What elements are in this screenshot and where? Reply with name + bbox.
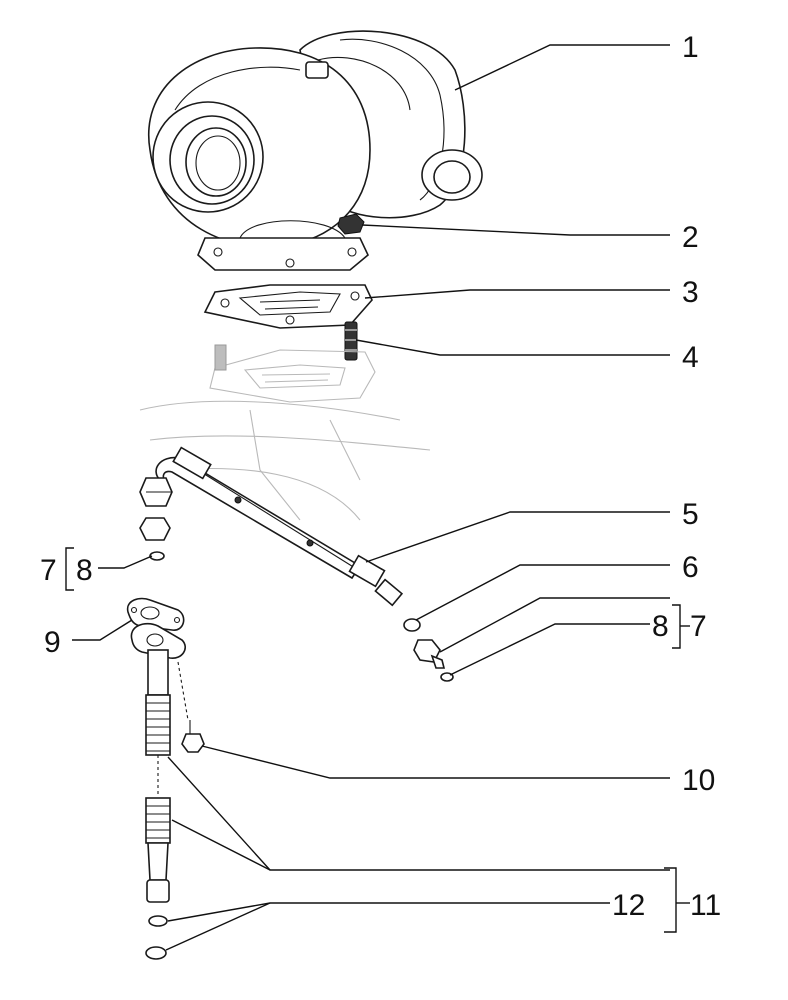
callout-2: 2 xyxy=(682,221,699,254)
callout-8-left: 8 xyxy=(76,554,93,587)
callout-4: 4 xyxy=(682,341,699,374)
drain-flange-gasket xyxy=(126,597,185,631)
callout-3: 3 xyxy=(682,276,699,309)
callout-5: 5 xyxy=(682,498,699,531)
upper-bellows xyxy=(145,694,171,756)
stud-bolt xyxy=(344,321,358,361)
callout-7-right: 7 xyxy=(690,610,707,643)
callout-8-right: 8 xyxy=(652,610,669,643)
flange-gasket xyxy=(203,284,373,329)
oil-feed-pipe xyxy=(139,446,404,607)
callout-11: 11 xyxy=(690,889,721,922)
callout-6: 6 xyxy=(682,551,699,584)
callout-9: 9 xyxy=(44,626,61,659)
oil-drain-pipe xyxy=(130,622,205,960)
callout-labels: 1 2 3 4 5 6 7 8 8 7 9 10 12 11 xyxy=(40,31,721,922)
turbocharger xyxy=(147,30,483,271)
union-fitting-right xyxy=(403,618,454,682)
callout-10: 10 xyxy=(682,764,715,797)
callout-7-left: 7 xyxy=(40,554,57,587)
leader-lines xyxy=(65,44,690,951)
callout-1: 1 xyxy=(682,31,699,64)
exhaust-manifold-ghost xyxy=(139,344,431,521)
callout-12: 12 xyxy=(612,889,645,922)
lower-bellows xyxy=(145,797,171,844)
union-fitting-left xyxy=(139,517,171,561)
